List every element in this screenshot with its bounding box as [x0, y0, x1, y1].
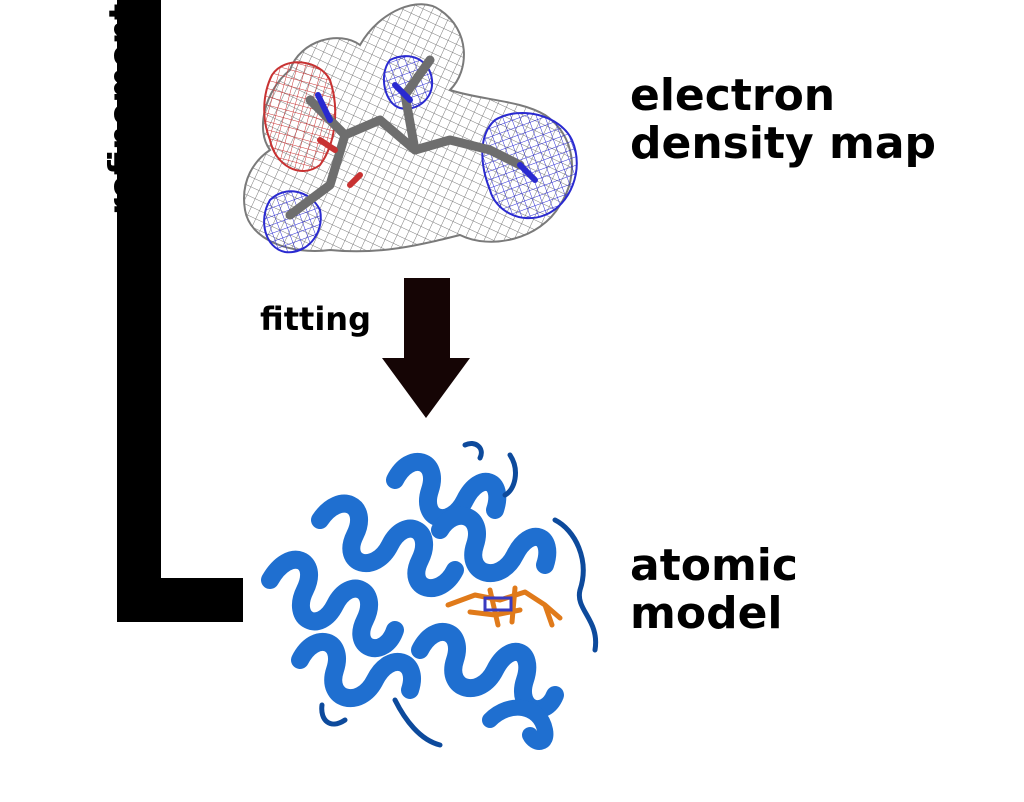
atomic-model-label-line2: model: [630, 588, 783, 640]
density-map-label-line2: density map: [630, 118, 937, 170]
atomic-model-label: atomic model: [630, 540, 798, 640]
down-arrow-icon: [382, 278, 470, 418]
refinement-bracket: [117, 0, 243, 622]
protein-ribbon-icon: [261, 441, 599, 750]
refinement-label: refinement: [102, 3, 142, 215]
density-map-label: electron density map: [630, 70, 937, 170]
electron-density-mesh-icon: [243, 3, 578, 254]
atomic-model-label-line1: atomic: [630, 540, 798, 591]
fitting-label: fitting: [260, 300, 371, 338]
refinement-label-box: refinement: [62, 0, 142, 230]
density-map-label-line1: electron: [630, 70, 836, 121]
